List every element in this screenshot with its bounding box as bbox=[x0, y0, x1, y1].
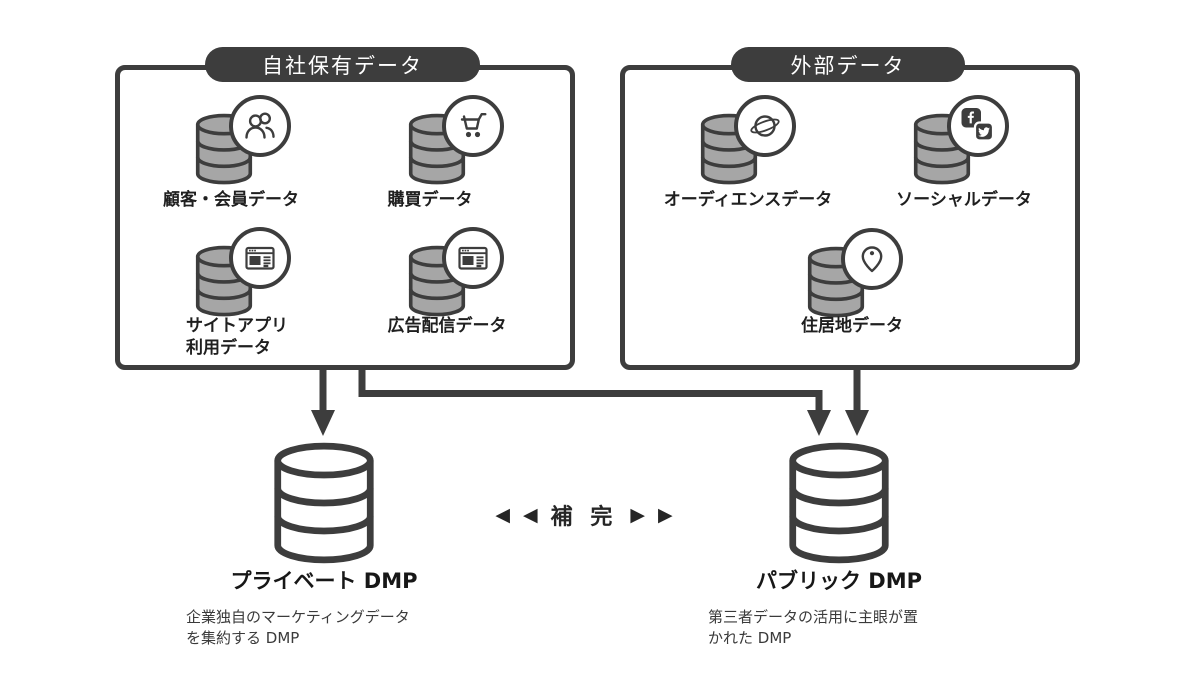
browser-icon bbox=[458, 246, 488, 270]
public-dmp-cylinder-icon bbox=[789, 442, 889, 564]
public-dmp-title: パブリック DMP bbox=[755, 569, 923, 593]
item-label-audience-data: オーディエンスデータ bbox=[663, 190, 833, 210]
item-social-data bbox=[913, 95, 1009, 187]
left-triangle-icon: ◀ bbox=[495, 503, 511, 526]
complement-indicator: ◀ ◀ 補 完 ▶ ▶ bbox=[444, 500, 724, 530]
private-dmp-title: プライベート DMP bbox=[230, 569, 418, 593]
item-label-site-app-usage-data: サイトアプリ 利用データ bbox=[186, 316, 288, 358]
own-data-box-title-pill: 自社保有データ bbox=[205, 47, 480, 82]
users-icon bbox=[245, 112, 275, 139]
item-residence-data bbox=[807, 228, 903, 320]
arrowhead-private bbox=[311, 410, 335, 436]
item-ad-delivery-data bbox=[408, 227, 504, 319]
arrowhead-public-right bbox=[845, 410, 869, 436]
left-triangle-icon: ◀ bbox=[523, 503, 538, 526]
item-customer-member-data bbox=[195, 95, 291, 187]
arrowhead-public-left bbox=[807, 410, 831, 436]
item-purchase-data bbox=[408, 95, 504, 187]
item-label-customer-member-data: 顧客・会員データ bbox=[163, 190, 299, 210]
complement-label: 補 完 bbox=[550, 505, 618, 530]
right-triangle-icon: ▶ bbox=[630, 503, 645, 526]
external-data-box-title: 外部データ bbox=[790, 53, 906, 78]
location-pin-icon bbox=[861, 246, 883, 273]
item-label-residence-data: 住居地データ bbox=[801, 316, 903, 336]
item-label-ad-delivery-data: 広告配信データ bbox=[387, 316, 507, 336]
planet-icon bbox=[750, 115, 780, 137]
item-audience-data bbox=[700, 95, 796, 187]
external-data-box-title-pill: 外部データ bbox=[731, 47, 965, 82]
item-label-purchase-data: 購買データ bbox=[387, 190, 473, 210]
browser-icon bbox=[245, 246, 275, 270]
facebook-twitter-icon bbox=[961, 108, 995, 142]
cart-icon bbox=[460, 113, 487, 138]
item-site-app-usage-data bbox=[195, 227, 291, 319]
public-dmp-description: 第三者データの活用に主眼が置 かれた DMP bbox=[708, 608, 919, 647]
arrow-own-to-public bbox=[358, 367, 823, 412]
private-dmp-cylinder-icon bbox=[274, 442, 374, 564]
item-label-social-data: ソーシャルデータ bbox=[896, 190, 1032, 210]
own-data-box-title: 自社保有データ bbox=[262, 53, 423, 78]
right-triangle-icon: ▶ bbox=[657, 503, 673, 526]
private-dmp-description: 企業独自のマーケティングデータ を集約する DMP bbox=[186, 608, 410, 647]
